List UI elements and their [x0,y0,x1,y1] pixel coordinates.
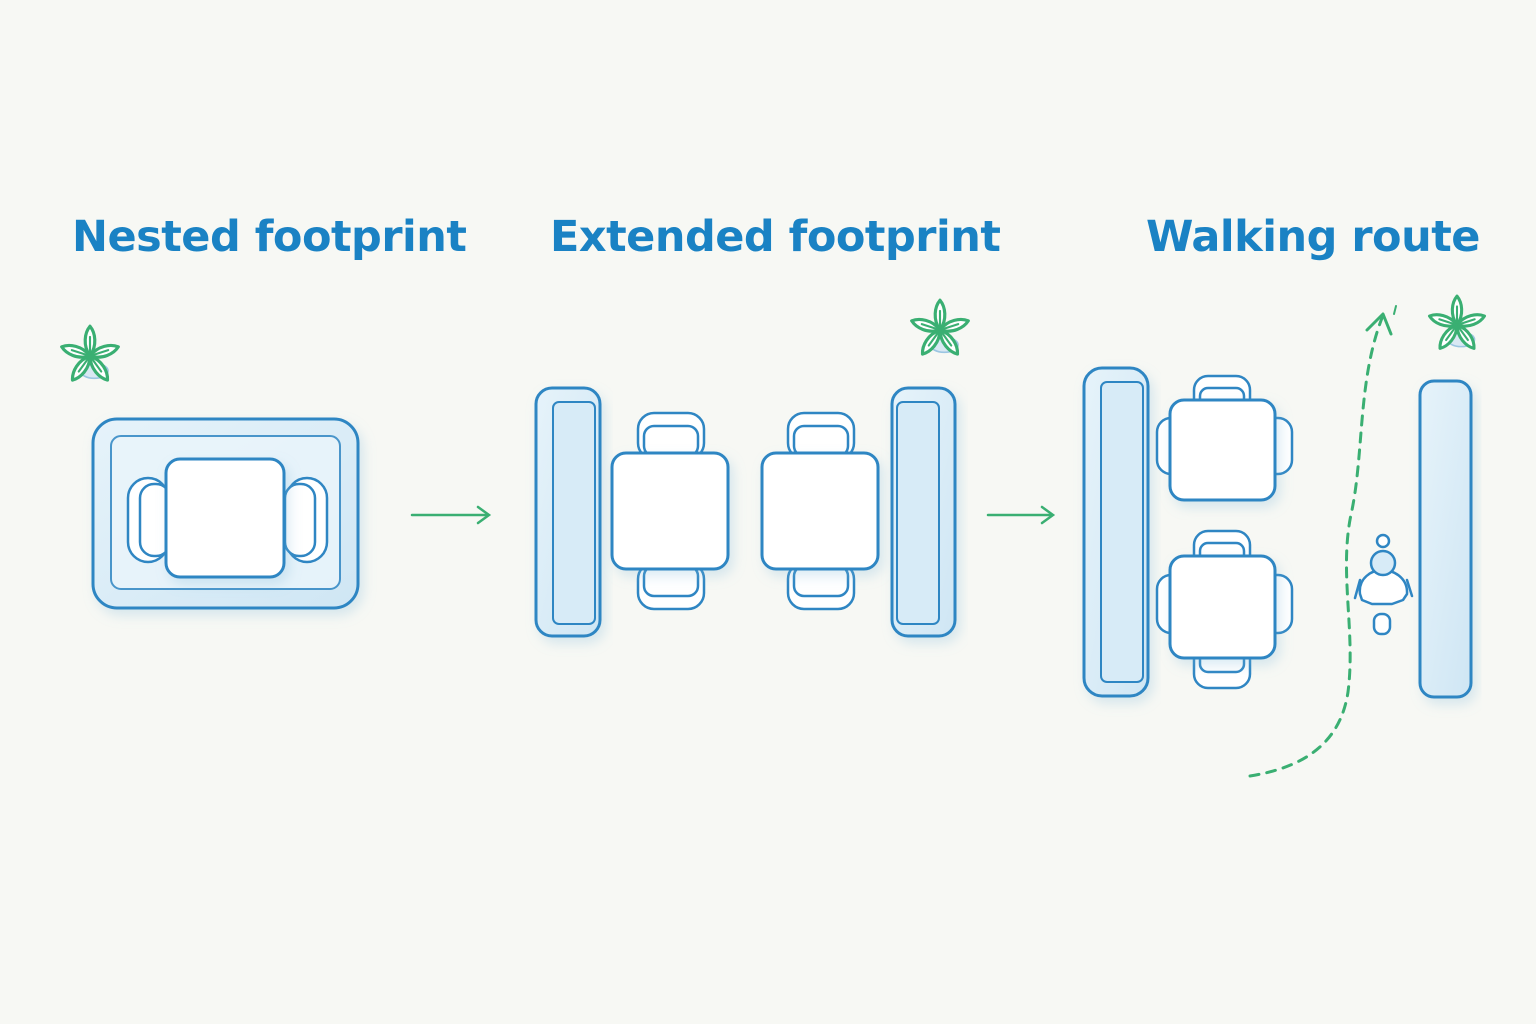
bench-right [1418,379,1473,699]
bench-left [534,386,602,638]
plant-icon [908,298,972,359]
table-unit-1 [610,411,730,611]
chair-right [283,476,329,564]
extended-footprint-group [534,298,972,638]
bench-right [890,386,957,638]
panel-title-extended: Extended footprint [550,212,1001,262]
panel-title-nested: Nested footprint [72,212,467,262]
table-unit-bottom [1155,529,1294,690]
table-unit-2 [760,411,880,611]
bench-left [1082,366,1150,698]
nested-footprint-group [58,324,360,610]
arrow-right-icon [410,505,492,525]
chair-left [126,476,172,564]
panel-title-walking: Walking route [1146,212,1480,262]
plant-icon [58,324,122,385]
walking-path [1248,305,1397,778]
plant-icon [1426,294,1488,353]
walking-route-group [1082,294,1488,778]
table-unit-top [1155,374,1294,502]
table [164,457,286,579]
person-icon [1353,533,1414,636]
arrow-right-icon [986,505,1056,525]
